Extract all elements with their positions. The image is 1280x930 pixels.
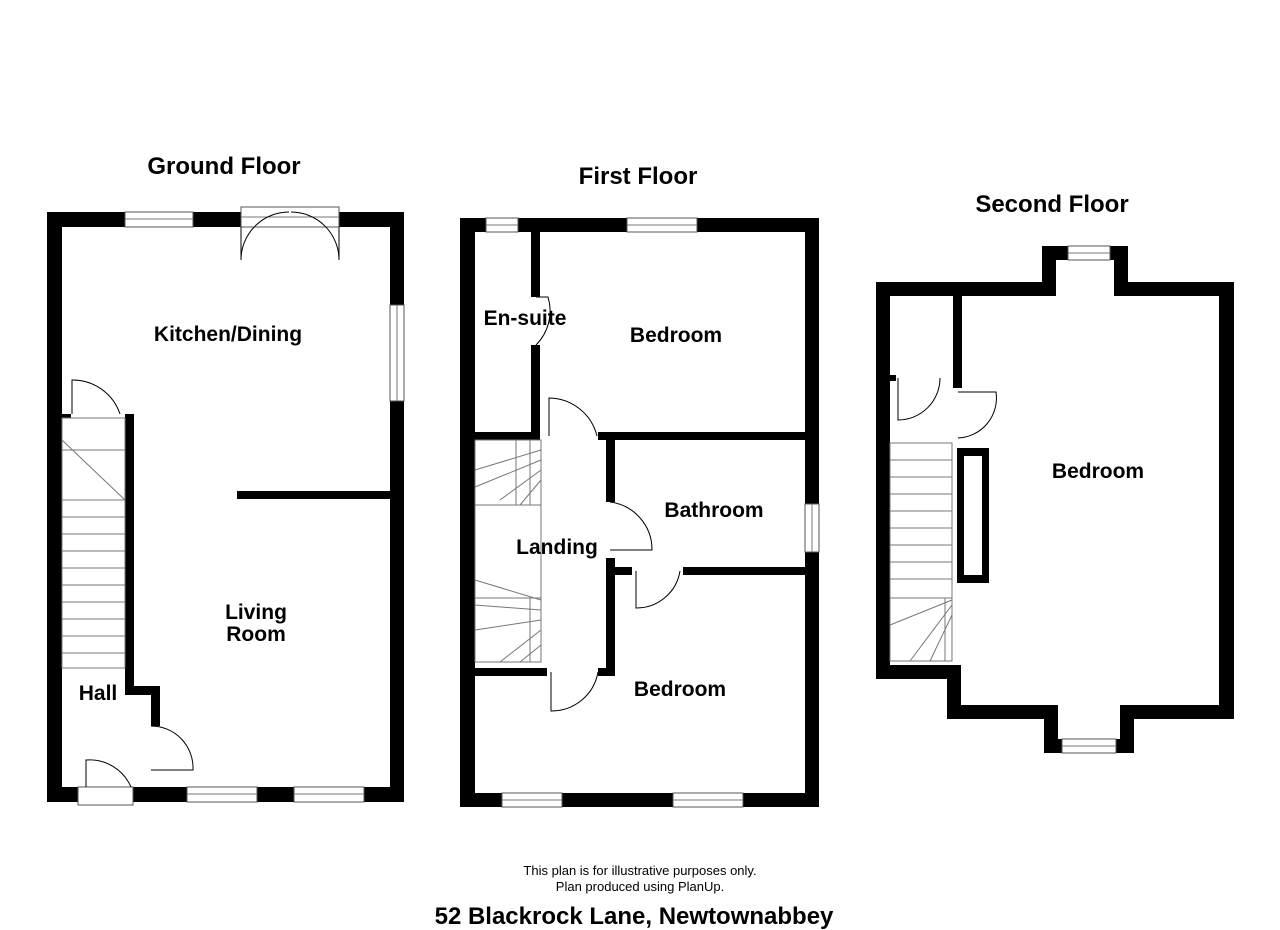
door-swing [957,391,997,439]
property-address: 52 Blackrock Lane, Newtownabbey [435,903,834,930]
wall [125,414,134,689]
room-label-bathroom: Bathroom [664,499,763,522]
wall [683,567,805,575]
door-swing [535,296,551,346]
wall [475,432,540,440]
room-label-bedroom: Bedroom [634,678,726,701]
wall [460,218,475,807]
wall [606,432,615,502]
wall [876,282,1056,296]
first-floor-plan: First Floor En-suite Bedroom Bathroom La… [460,163,820,808]
staircase [889,442,953,662]
wall [62,414,71,420]
disclaimer-text: This plan is for illustrative purposes o… [523,863,756,878]
room-label-hall: Hall [79,682,118,705]
wall [531,345,540,440]
wall [47,212,404,227]
wall [151,686,160,726]
door-swing [897,377,941,421]
room-label-bedroom: Bedroom [1052,460,1144,483]
second-floor-title: Second Floor [975,191,1128,218]
wall [475,668,547,676]
door-swing [71,379,121,415]
door-swing [85,759,132,788]
door-swing [548,397,598,437]
wall [876,665,961,679]
staircase [61,417,126,669]
produced-by-text: Plan produced using PlanUp. [556,879,724,894]
wall [237,491,390,499]
room-label-living-room: Room [226,623,286,646]
door-swing [240,211,290,261]
wall [876,282,890,679]
wall [531,232,540,297]
wall [615,567,632,575]
wall [47,212,62,802]
room-label-kitchen-dining: Kitchen/Dining [154,323,302,346]
wall [947,705,1058,719]
door-swing [635,570,681,609]
wall [606,558,615,676]
wall [125,686,160,695]
room-label-landing: Landing [516,536,598,559]
door-swing [550,671,599,712]
wall [1114,282,1234,296]
wall [1120,705,1234,719]
wall [598,668,615,676]
room-label-ensuite: En-suite [484,307,567,330]
wall [598,432,805,440]
room-label-bedroom: Bedroom [630,324,722,347]
wall [1219,282,1234,719]
wall [890,375,896,381]
front-door-opening [77,786,134,806]
door-swing [290,211,340,261]
wall [953,296,962,388]
second-floor-plan: Second Floor Bedroom [876,191,1234,754]
staircase [474,439,542,663]
door-swing [609,501,653,551]
wall [390,212,404,802]
first-floor-title: First Floor [579,163,698,190]
room-label-living-room: Living [225,601,287,624]
door-swing [150,725,194,771]
ground-floor-plan: Ground Floor Kitchen/Dining Living Room … [47,153,405,806]
ground-floor-title: Ground Floor [147,153,300,180]
